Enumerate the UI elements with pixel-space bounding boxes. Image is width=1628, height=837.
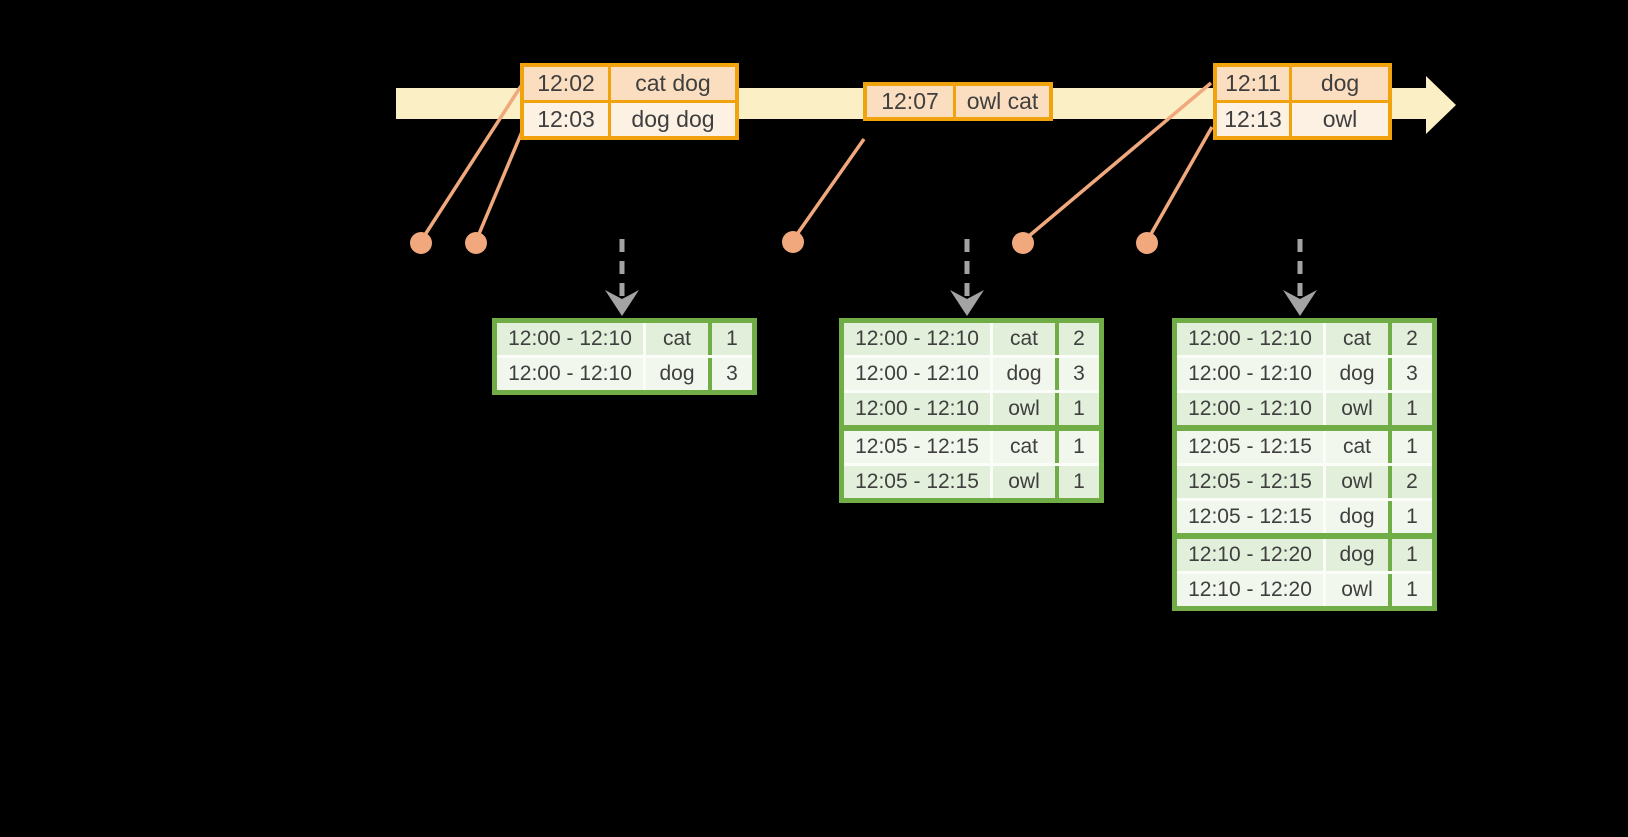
event-dot bbox=[465, 232, 487, 254]
connector-line bbox=[474, 126, 526, 242]
event-marker-dots bbox=[410, 231, 1158, 254]
count-cell: 2 bbox=[1406, 470, 1418, 493]
count-cell: 2 bbox=[1073, 327, 1085, 350]
trigger-arrows bbox=[605, 239, 1317, 316]
window-cell: 12:10 - 12:20 bbox=[1177, 539, 1326, 571]
word-cell: owl bbox=[1326, 393, 1392, 425]
count-cell: 3 bbox=[726, 362, 738, 385]
trigger-arrow-head-icon bbox=[950, 290, 984, 316]
window-cell: 12:00 - 12:10 bbox=[1177, 358, 1326, 390]
count-cell: 1 bbox=[1073, 397, 1085, 420]
window-cell: 12:00 - 12:10 bbox=[497, 323, 646, 355]
event-row: 12:03 dog dog bbox=[524, 100, 735, 136]
connector-line bbox=[791, 137, 866, 242]
connector-line bbox=[1145, 126, 1214, 242]
result-row: 12:00 - 12:10 dog 3 bbox=[844, 355, 1099, 390]
result-row: 12:00 - 12:10 cat 2 bbox=[1177, 323, 1432, 355]
event-table-3: 12:11 dog 12:13 owl bbox=[1213, 63, 1392, 140]
window-cell: 12:05 - 12:15 bbox=[1177, 466, 1326, 498]
event-words: owl bbox=[1322, 106, 1358, 132]
window-cell: 12:05 - 12:15 bbox=[1177, 431, 1326, 463]
word-cell: dog bbox=[993, 358, 1059, 390]
event-dot bbox=[410, 232, 432, 254]
window-cell: 12:00 - 12:10 bbox=[844, 393, 993, 425]
count-cell: 1 bbox=[1406, 397, 1418, 420]
word-cell: dog bbox=[646, 358, 712, 390]
event-row: 12:07 owl cat bbox=[867, 86, 1049, 117]
count-cell: 3 bbox=[1073, 362, 1085, 385]
event-words: cat dog bbox=[635, 70, 711, 96]
count-cell: 2 bbox=[1406, 327, 1418, 350]
result-row: 12:00 - 12:10 cat 2 bbox=[844, 323, 1099, 355]
trigger-arrow-head-icon bbox=[605, 290, 639, 316]
result-row: 12:00 - 12:10 owl 1 bbox=[1177, 390, 1432, 425]
window-cell: 12:00 - 12:10 bbox=[1177, 323, 1326, 355]
event-table-1: 12:02 cat dog 12:03 dog dog bbox=[520, 63, 739, 140]
word-cell: owl bbox=[993, 466, 1059, 498]
word-cell: dog bbox=[1326, 539, 1392, 571]
result-row: 12:05 - 12:15 dog 1 bbox=[1177, 498, 1432, 533]
result-row: 12:00 - 12:10 dog 3 bbox=[1177, 355, 1432, 390]
count-cell: 3 bbox=[1406, 362, 1418, 385]
result-row: 12:10 - 12:20 owl 1 bbox=[1177, 571, 1432, 606]
count-cell: 1 bbox=[1406, 543, 1418, 566]
window-cell: 12:00 - 12:10 bbox=[497, 358, 646, 390]
window-cell: 12:05 - 12:15 bbox=[844, 466, 993, 498]
word-cell: cat bbox=[993, 431, 1059, 463]
event-time: 12:07 bbox=[867, 86, 956, 117]
word-cell: cat bbox=[1326, 431, 1392, 463]
word-cell: dog bbox=[1326, 501, 1392, 533]
connector-line bbox=[1021, 81, 1213, 243]
window-cell: 12:10 - 12:20 bbox=[1177, 574, 1326, 606]
count-cell: 1 bbox=[1406, 578, 1418, 601]
word-cell: owl bbox=[993, 393, 1059, 425]
event-row: 12:13 owl bbox=[1217, 100, 1388, 136]
event-row: 12:02 cat dog bbox=[524, 67, 735, 100]
count-cell: 1 bbox=[726, 327, 738, 350]
result-table-1: 12:00 - 12:10 cat 1 12:00 - 12:10 dog 3 bbox=[492, 318, 757, 395]
result-row: 12:00 - 12:10 owl 1 bbox=[844, 390, 1099, 425]
word-cell: dog bbox=[1326, 358, 1392, 390]
event-time: 12:13 bbox=[1217, 103, 1292, 136]
connector-lines bbox=[419, 81, 1214, 243]
window-cell: 12:00 - 12:10 bbox=[844, 323, 993, 355]
event-row: 12:11 dog bbox=[1217, 67, 1388, 100]
timeline-arrowhead-icon bbox=[1426, 76, 1456, 134]
trigger-arrow-head-icon bbox=[1283, 290, 1317, 316]
word-cell: cat bbox=[646, 323, 712, 355]
count-cell: 1 bbox=[1406, 505, 1418, 528]
result-row: 12:05 - 12:15 owl 1 bbox=[844, 463, 1099, 498]
event-time: 12:02 bbox=[524, 67, 611, 100]
result-row: 12:05 - 12:15 owl 2 bbox=[1177, 463, 1432, 498]
word-cell: cat bbox=[1326, 323, 1392, 355]
result-row: 12:10 - 12:20 dog 1 bbox=[1177, 533, 1432, 571]
event-time: 12:11 bbox=[1217, 67, 1292, 100]
event-dot bbox=[782, 231, 804, 253]
connector-line bbox=[419, 85, 523, 242]
window-cell: 12:00 - 12:10 bbox=[844, 358, 993, 390]
event-words: dog dog bbox=[631, 106, 715, 132]
event-table-2: 12:07 owl cat bbox=[863, 82, 1053, 121]
event-words: owl cat bbox=[966, 88, 1039, 114]
word-cell: cat bbox=[993, 323, 1059, 355]
event-time: 12:03 bbox=[524, 103, 611, 136]
count-cell: 1 bbox=[1406, 435, 1418, 458]
result-row: 12:00 - 12:10 dog 3 bbox=[497, 355, 752, 390]
count-cell: 1 bbox=[1073, 435, 1085, 458]
result-table-3: 12:00 - 12:10 cat 2 12:00 - 12:10 dog 3 … bbox=[1172, 318, 1437, 611]
result-row: 12:05 - 12:15 cat 1 bbox=[844, 425, 1099, 463]
event-dot bbox=[1012, 232, 1034, 254]
event-words: dog bbox=[1320, 70, 1360, 96]
window-cell: 12:05 - 12:15 bbox=[1177, 501, 1326, 533]
count-cell: 1 bbox=[1073, 470, 1085, 493]
event-dot bbox=[1136, 232, 1158, 254]
result-row: 12:05 - 12:15 cat 1 bbox=[1177, 425, 1432, 463]
window-cell: 12:00 - 12:10 bbox=[1177, 393, 1326, 425]
result-row: 12:00 - 12:10 cat 1 bbox=[497, 323, 752, 355]
result-table-2: 12:00 - 12:10 cat 2 12:00 - 12:10 dog 3 … bbox=[839, 318, 1104, 503]
word-cell: owl bbox=[1326, 466, 1392, 498]
word-cell: owl bbox=[1326, 574, 1392, 606]
window-cell: 12:05 - 12:15 bbox=[844, 431, 993, 463]
